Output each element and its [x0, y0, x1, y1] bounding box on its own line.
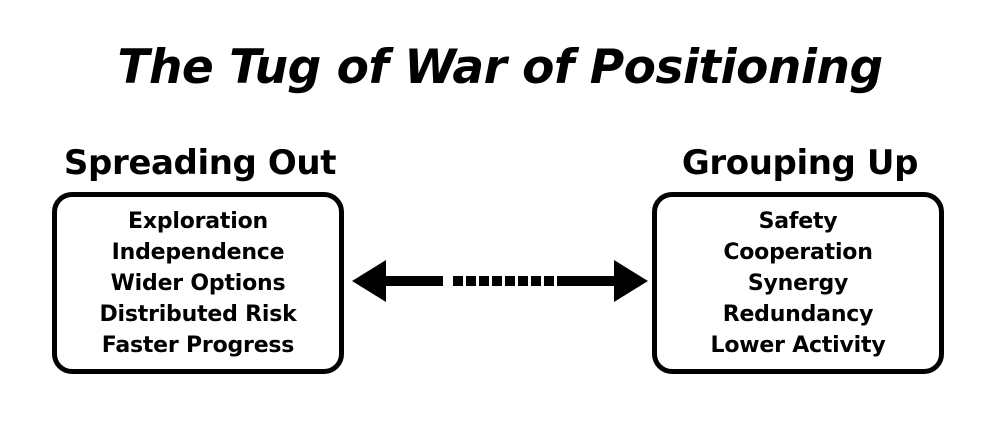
right-panel-box: Safety Cooperation Synergy Redundancy Lo…	[652, 192, 944, 374]
page-title: The Tug of War of Positioning	[117, 40, 883, 95]
list-item: Safety	[758, 208, 838, 234]
list-item: Exploration	[128, 208, 268, 234]
tug-of-war-connector	[348, 256, 652, 306]
right-panel-heading: Grouping Up	[681, 143, 919, 183]
list-item: Cooperation	[723, 239, 873, 265]
list-item: Faster Progress	[101, 332, 295, 358]
list-item: Distributed Risk	[99, 301, 297, 327]
double-headed-dotted-arrow-icon	[352, 260, 648, 302]
list-item: Redundancy	[722, 301, 874, 327]
right-panel: Grouping Up Safety Cooperation Synergy R…	[652, 143, 948, 374]
left-panel-box: Exploration Independence Wider Options D…	[52, 192, 344, 374]
list-item: Independence	[111, 239, 285, 265]
left-panel-heading: Spreading Out	[63, 143, 337, 183]
list-item: Wider Options	[110, 270, 286, 296]
list-item: Lower Activity	[710, 332, 886, 358]
list-item: Synergy	[747, 270, 849, 296]
left-panel: Spreading Out Exploration Independence W…	[52, 143, 348, 374]
